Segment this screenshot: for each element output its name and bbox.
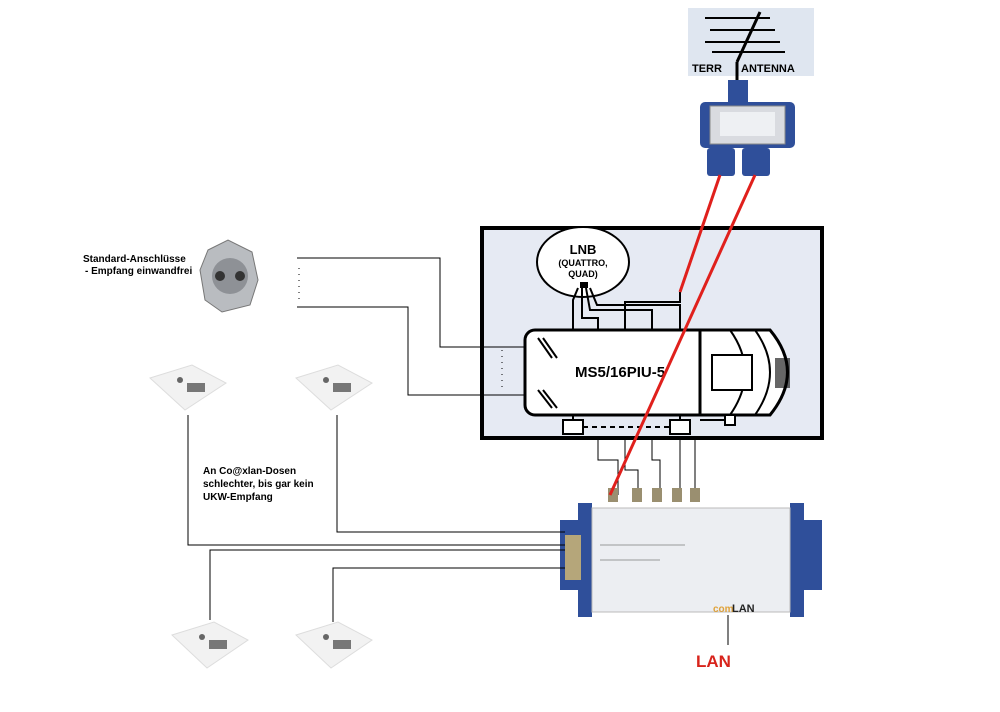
power-socket-icon: [562, 419, 584, 435]
terrestrial-antenna: TERR ANTENNA: [688, 8, 814, 85]
coaxlan-label-3: UKW-Empfang: [203, 492, 273, 503]
power-plug-icon: [700, 414, 736, 426]
antenna-label-right: ANTENNA: [741, 63, 795, 75]
lnb-cables: [572, 287, 681, 330]
antenna-splitter: [700, 80, 795, 176]
comlan-brand-suffix: LAN: [732, 603, 755, 615]
standard-cables: [297, 257, 525, 396]
coaxlan-label-1: An Co@xlan-Dosen: [203, 466, 296, 477]
coaxlan-socket: [295, 364, 373, 411]
red-cable: [678, 174, 722, 293]
lnb-title: LNB: [570, 242, 597, 257]
coaxlan-socket: [149, 364, 227, 411]
lnb-subtitle-1: (QUATTRO,: [558, 258, 607, 268]
multiswitch: MS5/16PIU-5: [523, 328, 790, 435]
standard-wall-socket: [199, 239, 259, 313]
coaxlan-socket: [295, 621, 373, 669]
power-socket-icon: [669, 419, 691, 435]
standard-label-1: Standard-Anschlüsse: [83, 254, 186, 265]
coaxlan-label-2: schlechter, bis gar kein: [203, 479, 314, 490]
red-cable: [608, 174, 757, 496]
comlan-brand-prefix: com: [713, 604, 734, 615]
lnb: LNB (QUATTRO, QUAD): [536, 226, 630, 298]
multiswitch-model: MS5/16PIU-5: [575, 364, 665, 381]
coax-cables: [597, 438, 696, 495]
coaxlan-cables: [187, 415, 565, 622]
lan-label: LAN: [696, 652, 731, 671]
comlan-device: com LAN: [560, 488, 822, 617]
standard-label-2: - Empfang einwandfrei: [85, 266, 192, 277]
lnb-subtitle-2: QUAD): [568, 269, 598, 279]
antenna-label-left: TERR: [692, 63, 722, 75]
coaxlan-socket: [171, 621, 249, 669]
